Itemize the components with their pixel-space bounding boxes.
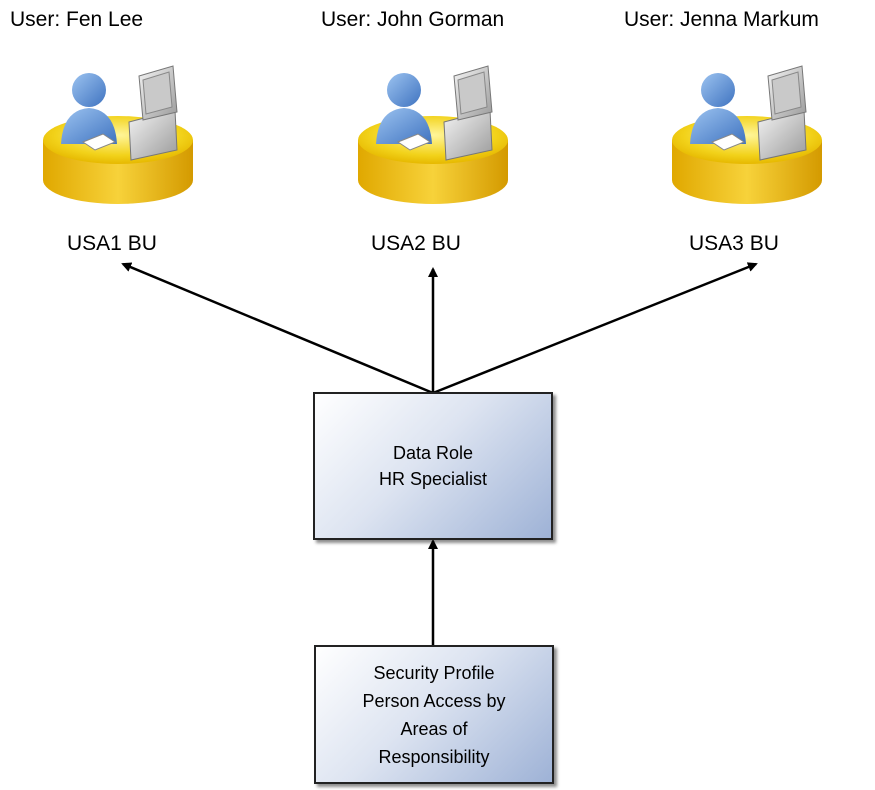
- bu-label-usa3: USA3 BU: [689, 232, 779, 255]
- security-profile-line3: Areas of: [400, 718, 468, 739]
- user-label-fen-lee: User: Fen Lee: [10, 8, 144, 31]
- data-role-box: Data Role HR Specialist: [313, 392, 553, 540]
- data-role-name: HR Specialist: [378, 469, 488, 489]
- security-profile-line1: Security Profile: [373, 662, 495, 683]
- user-label-john-gorman: User: John Gorman: [321, 8, 505, 31]
- user-workstation-icon: [43, 65, 193, 204]
- security-profile-box: Security Profile Person Access by Areas …: [314, 645, 554, 784]
- user-label-jenna-markum: User: Jenna Markum: [624, 8, 819, 31]
- arrow-to-usa1: [121, 262, 434, 395]
- security-profile-line4: Responsibility: [378, 746, 490, 767]
- user-workstation-icon: [672, 65, 822, 204]
- bu-label-usa1: USA1 BU: [67, 232, 157, 255]
- bu-label-usa2: USA2 BU: [371, 232, 461, 255]
- arrow-to-usa3: [432, 262, 758, 395]
- user-workstation-icon: [358, 65, 508, 204]
- data-role-title: Data Role: [392, 443, 474, 463]
- security-profile-line2: Person Access by: [362, 690, 506, 711]
